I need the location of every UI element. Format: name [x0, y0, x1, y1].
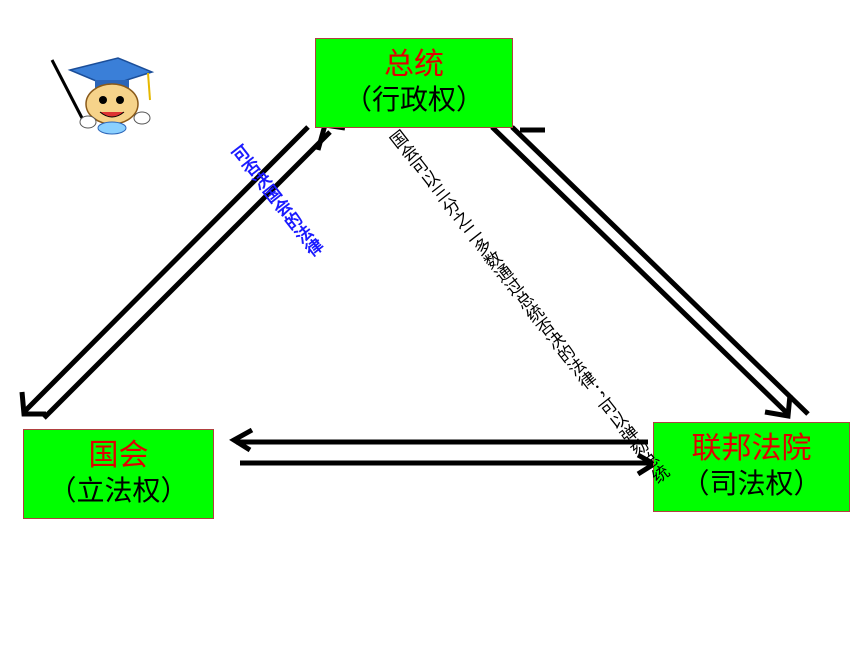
arrow-court-congress [229, 427, 659, 477]
congress-title: 国会 [88, 438, 149, 473]
court-title: 联邦法院 [691, 431, 812, 466]
congress-box: 国会 （立法权） [23, 429, 214, 519]
president-box: 总统 （行政权） [315, 38, 513, 128]
president-subtitle: （行政权） [343, 83, 484, 116]
congress-subtitle: （立法权） [48, 474, 189, 507]
graduate-mascot-icon [50, 57, 155, 135]
court-box: 联邦法院 （司法权） [653, 422, 850, 512]
president-title: 总统 [384, 47, 444, 82]
court-subtitle: （司法权） [681, 467, 822, 500]
arrow-president-to-congress [19, 122, 346, 420]
arrow-president-to-court [490, 125, 810, 419]
